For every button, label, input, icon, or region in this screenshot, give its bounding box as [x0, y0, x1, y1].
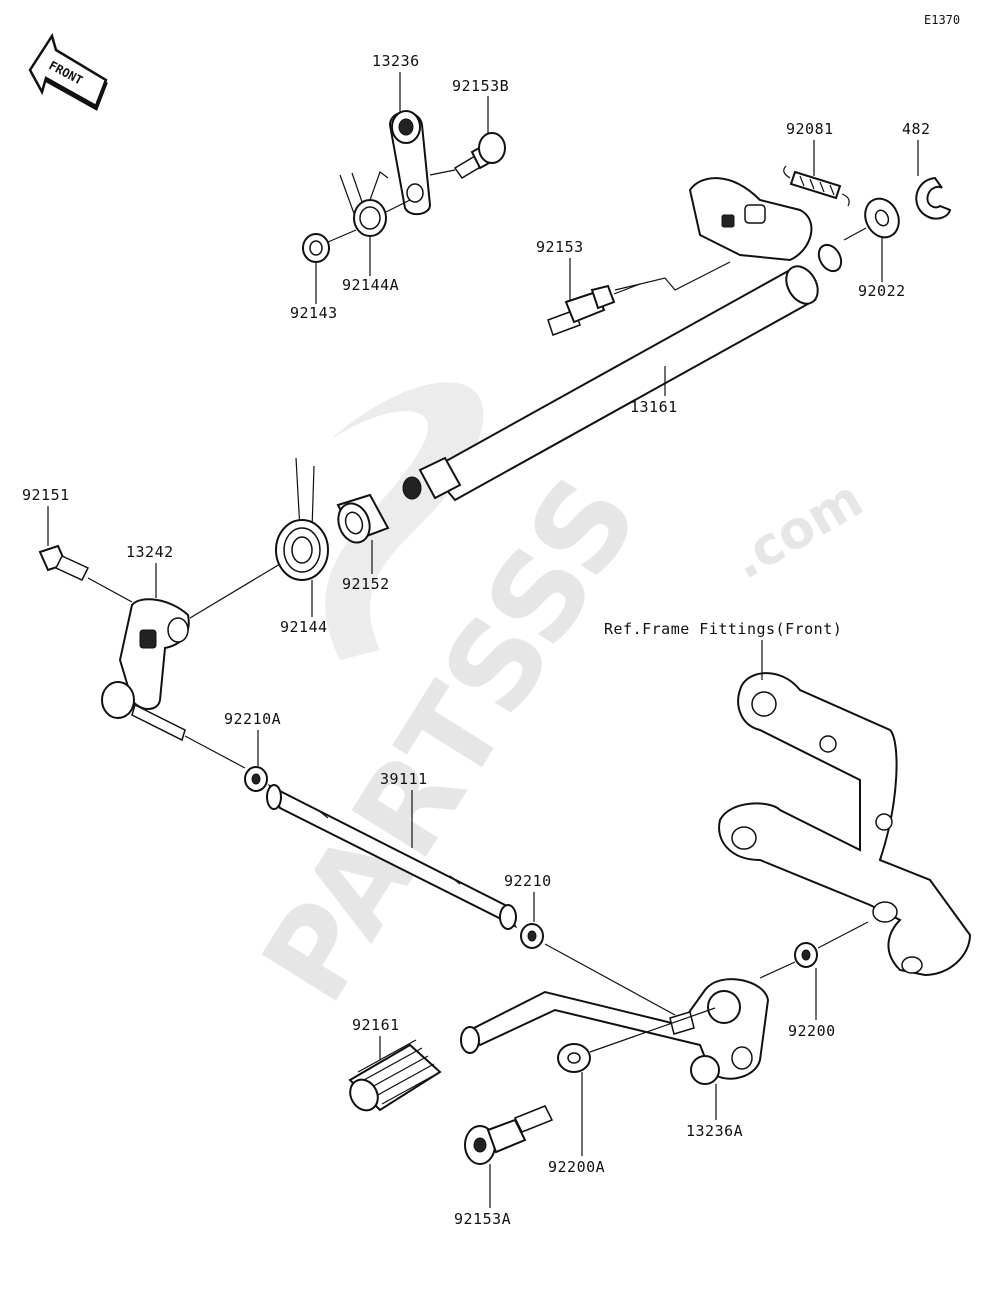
label-92144: 92144 — [280, 618, 328, 636]
label-92022: 92022 — [858, 282, 906, 300]
label-92210: 92210 — [504, 872, 552, 890]
nut-92210A — [244, 766, 268, 792]
bolt-92153 — [547, 261, 731, 336]
bolt-92153A — [464, 1105, 554, 1165]
bolt-92153B — [429, 132, 506, 180]
spring-92144A — [339, 171, 411, 237]
collar-92152 — [336, 493, 390, 544]
arm-13236 — [388, 110, 432, 216]
label-92200: 92200 — [788, 1022, 836, 1040]
shift-pedal-13236A — [460, 978, 770, 1085]
spring-92144 — [189, 457, 329, 619]
lever-13242 — [101, 598, 246, 769]
label-92153: 92153 — [536, 238, 584, 256]
shift-shaft-13161 — [402, 177, 843, 502]
diagram-code: E1370 — [924, 13, 960, 27]
label-92151: 92151 — [22, 486, 70, 504]
watermark-suffix: .com — [722, 469, 874, 591]
collar-92143 — [302, 229, 357, 263]
label-92143: 92143 — [290, 304, 338, 322]
label-482: 482 — [902, 120, 931, 138]
frame-fittings — [718, 672, 972, 977]
bolt-92151 — [38, 544, 133, 603]
label-92144A: 92144A — [342, 276, 399, 294]
label-92081: 92081 — [786, 120, 834, 138]
label-92210A: 92210A — [224, 710, 281, 728]
nut-92210 — [520, 923, 676, 1016]
label-92152: 92152 — [342, 575, 390, 593]
e-clip-482 — [915, 176, 952, 220]
label-39111: 39111 — [380, 770, 428, 788]
front-arrow-badge: FRONT — [28, 33, 108, 111]
label-92200A: 92200A — [548, 1158, 605, 1176]
spring-92081 — [783, 165, 850, 207]
label-13236A: 13236A — [686, 1122, 743, 1140]
label-92153A: 92153A — [454, 1210, 511, 1228]
label-92153B: 92153B — [452, 77, 509, 95]
washer-92200A — [557, 1007, 716, 1073]
part-labels: 13236 92153B 92144A 92143 92081 482 9202… — [22, 52, 931, 1228]
label-92161: 92161 — [352, 1016, 400, 1034]
washer-92022 — [843, 197, 900, 241]
label-13242: 13242 — [126, 543, 174, 561]
label-13236: 13236 — [372, 52, 420, 70]
rubber-92161 — [348, 1039, 442, 1112]
reference-note: Ref.Frame Fittings(Front) — [604, 620, 842, 638]
tie-rod-39111 — [266, 783, 518, 930]
label-13161: 13161 — [630, 398, 678, 416]
washer-92200 — [759, 921, 869, 979]
